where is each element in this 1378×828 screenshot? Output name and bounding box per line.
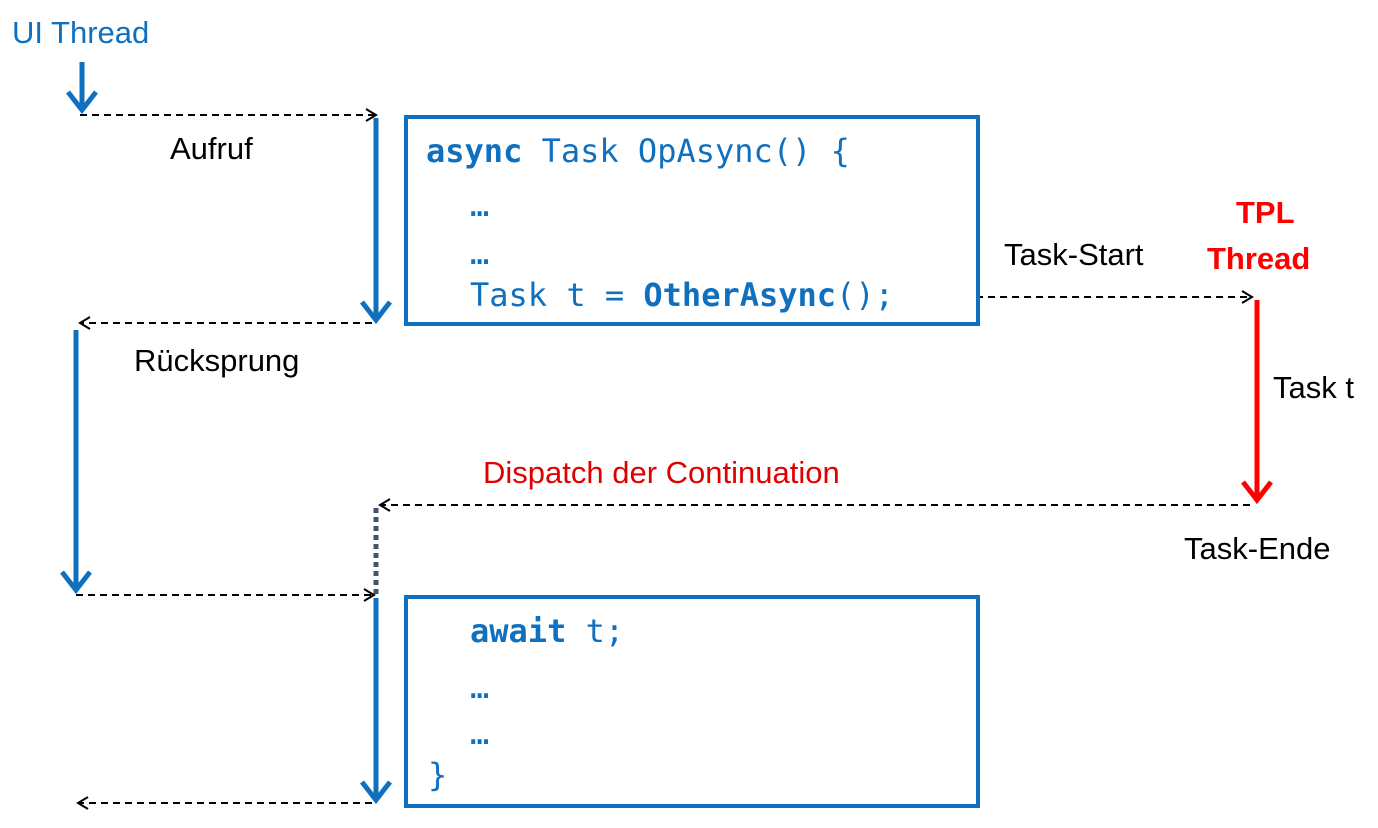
code-line-ellipsis-4: … [470, 714, 490, 752]
task-start-label: Task-Start [1004, 237, 1144, 272]
await-exec-arrow [360, 598, 392, 805]
ui-thread-label: UI Thread [12, 15, 150, 50]
task-t-label: Task t [1273, 370, 1354, 405]
tpl-thread-label-line1: TPL [1236, 195, 1295, 230]
tpl-thread-label-line2: Thread [1207, 241, 1311, 276]
async-keyword: async [426, 132, 523, 170]
other-async-call: OtherAsync [643, 276, 837, 314]
call-end: (); [836, 276, 894, 314]
code-line-signature: async Task OpAsync() { [426, 135, 850, 167]
opasync-code-box: async Task OpAsync() { … … Task t = Othe… [404, 115, 980, 326]
code-line-other-async: Task t = OtherAsync(); [470, 279, 894, 311]
signature-rest: Task OpAsync() { [522, 132, 850, 170]
code-line-ellipsis-2: … [470, 234, 490, 272]
code-line-await: await t; [470, 615, 624, 647]
await-rest: t; [566, 612, 625, 650]
await-keyword: await [470, 612, 567, 650]
ui-thread-start-arrow [66, 62, 98, 115]
opasync-exec-arrow [360, 118, 392, 325]
task-ende-label: Task-Ende [1184, 531, 1331, 566]
task-decl: Task t = [470, 276, 644, 314]
aufruf-label: Aufruf [170, 131, 253, 166]
code-line-ellipsis-1: … [470, 186, 490, 224]
await-code-box: await t; … … } [404, 595, 980, 808]
dispatch-label: Dispatch der Continuation [483, 455, 840, 490]
ruecksprung-label: Rücksprung [134, 343, 300, 378]
tpl-thread-arrow [1241, 300, 1273, 505]
code-line-close-brace: } [428, 756, 448, 794]
ui-thread-continue-arrow [60, 330, 92, 595]
code-line-ellipsis-3: … [470, 668, 490, 706]
